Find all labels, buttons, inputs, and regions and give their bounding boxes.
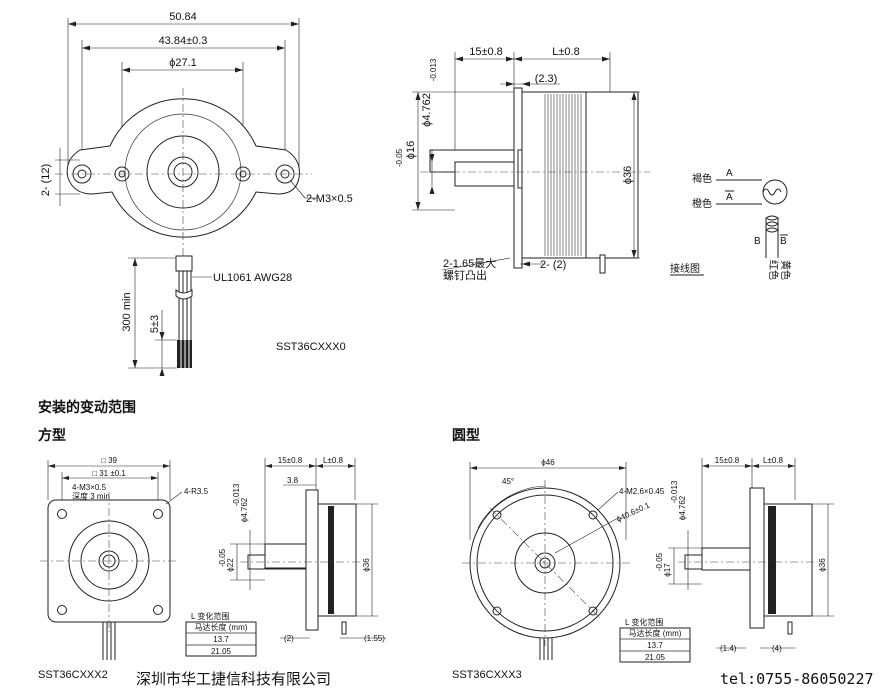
rd-model: SST36CXXX3	[452, 669, 522, 681]
sq-side-flange: 3.8	[287, 476, 299, 485]
rivet-note-a: 2-1.65最大	[443, 256, 496, 270]
sq-side-boss-tol: -0.05	[218, 548, 227, 567]
sq-side-boss-dia: ϕ22	[226, 558, 235, 572]
sq-side-gap-b: (1.55)	[364, 634, 385, 643]
sq-table-title: L 变化范围	[191, 611, 229, 621]
main-front-view: 50.84 43.84±0.3 ϕ27.1 2- (12) 2-M3×0.5	[40, 11, 353, 376]
sq-dim-corner: 4-R3.5	[184, 487, 209, 496]
wire-red: 红色	[767, 260, 780, 280]
rd-table-row-1: 13.7	[647, 641, 663, 650]
sq-side-body-dia: ϕ36	[362, 558, 371, 572]
wire-orange: 橙色	[692, 197, 712, 210]
rd-table-title: L 变化范围	[625, 617, 663, 627]
side-shaft-length: 15±0.8	[469, 46, 503, 58]
footer-phone: tel:0755-86050227	[720, 670, 874, 688]
dim-overall: 50.84	[169, 11, 197, 23]
sq-table-row-1: 13.7	[213, 635, 229, 644]
rivet-note-c: 2- (2)	[540, 259, 566, 271]
side-shaft-tol: -0.013	[429, 58, 438, 81]
rd-side-boss-dia: ϕ17	[663, 563, 672, 577]
rd-dim-outer: ϕ46	[541, 458, 555, 467]
footer-company: 深圳市华工捷信科技有限公司	[136, 670, 331, 688]
wire-a-bar: A	[726, 192, 733, 203]
round-title: 圆型	[452, 427, 480, 443]
dim-holes: 43.84±0.3	[159, 35, 208, 47]
sq-side-shaft-dia: ϕ4.762	[240, 497, 249, 522]
rd-dim-pcd: ϕ40.6±0.1	[615, 500, 652, 523]
sq-side-shaft: 15±0.8	[278, 456, 303, 465]
side-boss-dia: ϕ16	[405, 141, 417, 159]
wire-yellow: 黄色	[779, 260, 792, 280]
wire-b-bar: B	[780, 236, 787, 247]
cable-label: UL1061 AWG28	[213, 272, 292, 284]
round-front-view: ϕ46 45° 4-M2.6×0.45 ϕ40.6±0.1 SST36CXXX3	[452, 458, 665, 681]
sq-dim-outer: □ 39	[101, 456, 118, 465]
rd-side-shaft-tol: -0.013	[670, 480, 679, 503]
rd-side-gap-a: (1.4)	[720, 644, 737, 653]
rd-table-row-2: 21.05	[645, 653, 666, 662]
strip-length: 5±3	[149, 315, 161, 333]
sq-model: SST36CXXX2	[38, 669, 108, 681]
sq-dim-depth: 深度 3 min	[72, 491, 110, 501]
square-side-view: 15±0.8 L±0.8 3.8 ϕ22 -0.05 ϕ4.762 -0.013…	[218, 456, 386, 643]
rd-side-body: L±0.8	[763, 456, 784, 465]
side-flange: (2.3)	[535, 73, 558, 85]
rd-side-gap-b: (4)	[772, 644, 782, 653]
rd-dim-screw: 4-M2.6×0.45	[619, 487, 665, 496]
side-body-length: L±0.8	[552, 46, 579, 58]
rd-table-header: 马达长度 (mm)	[629, 628, 682, 638]
rd-dim-angle: 45°	[502, 477, 514, 486]
dim-height: 2- (12)	[40, 164, 52, 196]
rd-side-boss-tol: -0.05	[655, 552, 664, 571]
sq-side-body: L±0.8	[323, 456, 344, 465]
rivet-note-b: 螺钉凸出	[443, 268, 487, 282]
wire-a: A	[726, 168, 733, 179]
square-title: 方型	[38, 427, 66, 443]
rd-side-shaft: 15±0.8	[715, 456, 740, 465]
square-front-view: □ 39 □ 31 ±0.1 4-M3×0.5 深度 3 min 4-R3.5 …	[38, 456, 209, 681]
dim-boss: ϕ27.1	[169, 57, 197, 69]
rd-side-body-dia: ϕ36	[818, 558, 827, 572]
square-range-table: L 变化范围 马达长度 (mm) 13.7 21.05	[185, 611, 257, 657]
wire-brown: 褐色	[692, 172, 712, 185]
rd-side-shaft-dia: ϕ4.762	[678, 495, 687, 520]
sq-dim-thread: 4-M3×0.5	[72, 483, 107, 492]
main-side-view: 15±0.8 L±0.8 (2.3) ϕ16	[395, 46, 650, 282]
sq-table-row-2: 21.05	[211, 647, 232, 656]
side-body-dia: ϕ36	[622, 166, 634, 184]
side-boss-tol: -0.05	[395, 148, 404, 167]
round-side-view: 15±0.8 L±0.8 ϕ17 -0.05 ϕ4.762 -0.013 ϕ36…	[655, 456, 834, 653]
wiring-caption: 接线图	[670, 262, 700, 275]
sq-table-header: 马达长度 (mm)	[195, 622, 248, 632]
sq-dim-holes: □ 31 ±0.1	[92, 469, 126, 478]
section-title: 安装的变动范围	[38, 399, 136, 415]
sq-side-gap-a: (2)	[284, 634, 294, 643]
wiring-diagram: 褐色 橙色 A A B B 红色 黄色 接线图	[670, 168, 792, 280]
round-range-table: L 变化范围 马达长度 (mm) 13.7 21.05	[619, 617, 691, 663]
dim-screw: 2-M3×0.5	[306, 193, 353, 205]
lead-length: 300 min	[121, 292, 133, 331]
side-shaft-dia: ϕ4.762	[421, 93, 433, 127]
sq-side-shaft-tol: -0.013	[232, 483, 241, 506]
model-main: SST36CXXX0	[276, 341, 346, 353]
wire-b: B	[754, 236, 761, 247]
